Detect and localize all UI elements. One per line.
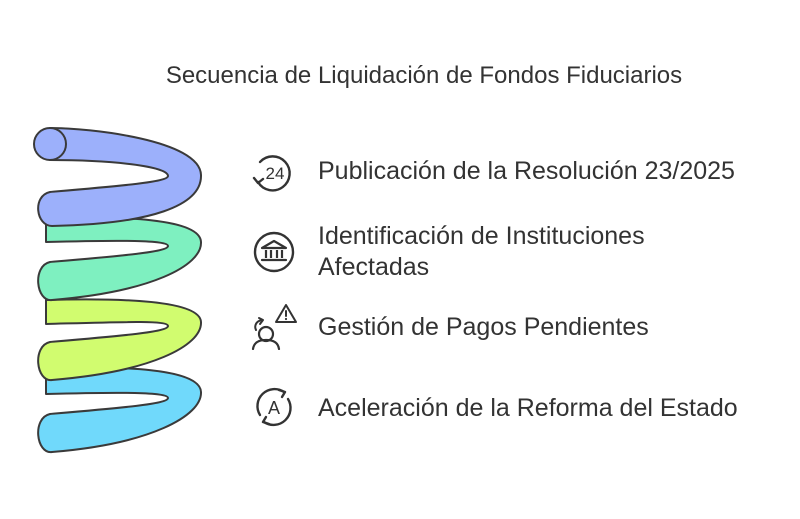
step-2-label: Identificación de Instituciones Afectada… <box>318 222 645 281</box>
step-3-label: Gestión de Pagos Pendientes <box>318 313 649 341</box>
coil-segment-2 <box>37 216 203 301</box>
coil-segment-3 <box>37 298 203 381</box>
step-1-label: Publicación de la Resolución 23/2025 <box>318 157 735 185</box>
coil-segment-1 <box>37 127 203 227</box>
coil-top-cap <box>33 127 67 161</box>
24-hours-icon-text: 24 <box>266 164 285 183</box>
auto-cycle-icon: A <box>256 387 292 427</box>
warning-person-icon <box>251 304 297 350</box>
spiral-coil <box>33 127 203 453</box>
auto-cycle-icon-text: A <box>268 398 280 418</box>
24-hours-icon: 24 <box>252 155 291 192</box>
institution-icon <box>253 231 295 273</box>
coil-segment-4 <box>37 366 203 453</box>
diagram-title: Secuencia de Liquidación de Fondos Fiduc… <box>165 62 683 89</box>
step-4-label: Aceleración de la Reforma del Estado <box>318 394 738 422</box>
